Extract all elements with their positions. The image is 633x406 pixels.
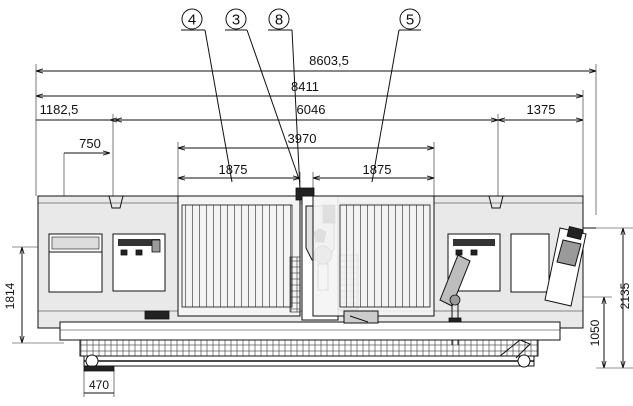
svg-text:1050: 1050 [588, 319, 602, 346]
svg-text:8: 8 [275, 12, 283, 29]
svg-text:3970: 3970 [288, 131, 317, 146]
dim-left-panel: 750 [64, 136, 110, 153]
dim-inner-span: 3970 [178, 131, 434, 148]
svg-text:8603,5: 8603,5 [309, 53, 349, 68]
callout-4: 4 [181, 8, 233, 183]
svg-text:2135: 2135 [618, 282, 632, 309]
dim-foot: 470 [83, 370, 115, 397]
dim-overall: 8411 [36, 79, 583, 96]
svg-text:1182,5: 1182,5 [40, 102, 79, 117]
svg-text:3: 3 [232, 12, 240, 29]
coolant-cap [144, 310, 170, 320]
svg-text:1814: 1814 [3, 282, 17, 309]
callout-8: 8 [268, 8, 301, 191]
svg-text:4: 4 [188, 12, 196, 29]
dim-doors: 1875 1875 [178, 162, 434, 178]
callout-5: 5 [371, 8, 421, 183]
right-window [510, 233, 550, 293]
svg-text:470: 470 [89, 378, 109, 392]
dim-span-row: 1182,5 6046 1375 [36, 102, 583, 120]
svg-text:1875: 1875 [363, 162, 392, 177]
svg-text:6046: 6046 [297, 102, 326, 117]
svg-text:1375: 1375 [527, 102, 556, 117]
callout-3: 3 [225, 8, 301, 183]
svg-text:8411: 8411 [291, 79, 319, 94]
dim-height-left: 1814 [3, 246, 64, 344]
svg-text:1875: 1875 [219, 162, 248, 177]
foot-pad [83, 365, 115, 372]
svg-text:750: 750 [79, 136, 101, 151]
svg-text:5: 5 [406, 12, 414, 29]
machine-enclosure [37, 187, 596, 372]
dim-floor-height: 1050 [560, 296, 612, 368]
dim-overall-outer: 8603,5 [36, 53, 596, 71]
